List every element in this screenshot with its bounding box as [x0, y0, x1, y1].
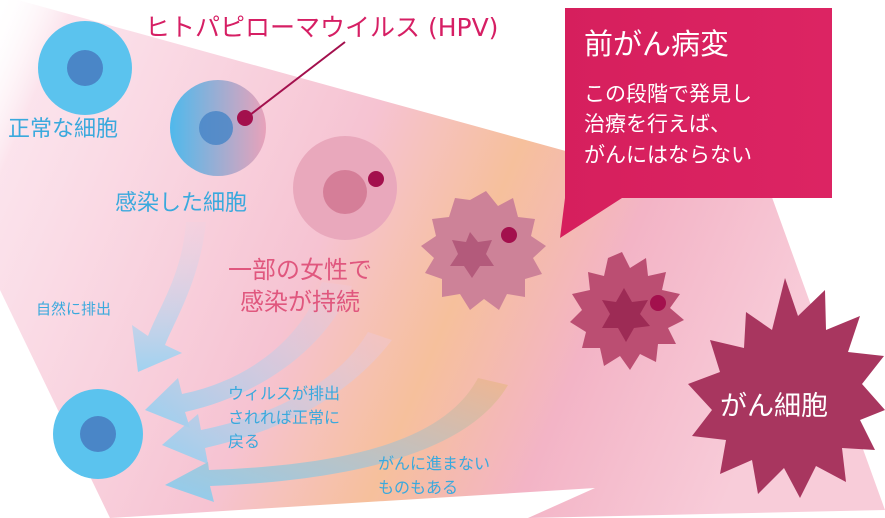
returned-normal-cell-icon	[53, 389, 143, 479]
infected-cell-label: 感染した細胞	[115, 191, 248, 216]
natural-elimination-label: 自然に排出	[36, 300, 112, 318]
persistent-infected-cell-icon	[293, 136, 397, 240]
precancer-callout-bubble	[560, 8, 832, 238]
hpv-label: ヒトパピローマウイルス (HPV)	[145, 13, 499, 42]
cancer-cell-label: がん細胞	[720, 391, 828, 422]
return-arrow-not-progressing	[165, 378, 508, 502]
spiky-cancer-cell-icon	[688, 278, 885, 498]
virus-eliminated-label: ウィルスが排出 されれば正常に 戻る	[228, 384, 341, 451]
virus-dot-icon	[650, 295, 666, 311]
precancer-body: この段階で発見し 治療を行えば、 がんにはならない	[584, 82, 752, 167]
return-arrow-virus-cleared	[145, 282, 352, 428]
precancer-cell-icon	[570, 252, 684, 370]
infected-cell-icon	[170, 80, 266, 176]
persistent-infection-label: 一部の女性で 感染が持続	[228, 256, 372, 317]
return-arrow-elimination	[132, 222, 206, 372]
return-arrow-recovery	[162, 332, 392, 464]
not-progressing-label: がんに進まない ものもある	[378, 454, 491, 497]
virus-dot-icon	[501, 227, 517, 243]
precancer-title: 前がん病変	[584, 27, 730, 61]
hpv-pointer-line	[245, 41, 346, 119]
virus-dot-icon	[368, 171, 384, 187]
abnormal-cell-icon	[421, 191, 546, 310]
normal-cell-label: 正常な細胞	[8, 117, 119, 142]
normal-cell-icon	[38, 21, 132, 115]
virus-dot-icon	[237, 110, 253, 126]
